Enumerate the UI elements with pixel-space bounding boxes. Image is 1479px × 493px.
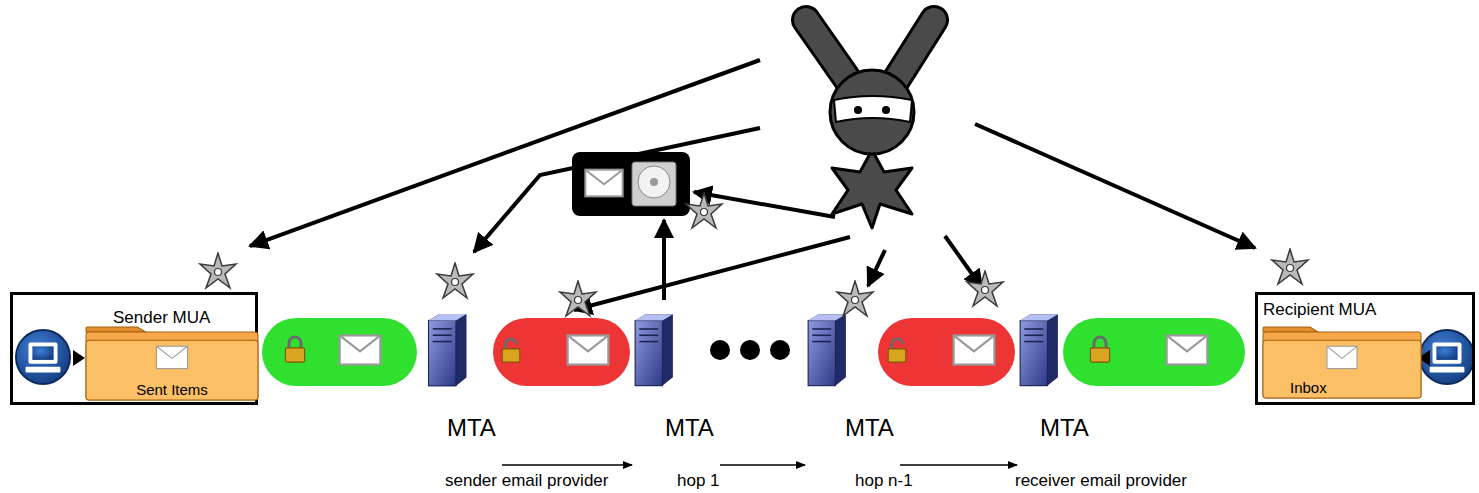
mta-server: MTA <box>805 312 900 472</box>
hop-arrow <box>900 464 1017 466</box>
hop-label: hop n-1 <box>855 472 913 489</box>
mta-server: MTA <box>1017 312 1095 472</box>
hop-arrow <box>720 464 805 466</box>
hop-label: sender email provider <box>445 472 608 489</box>
mail-folder: Sent Items <box>85 326 259 401</box>
box-heading: Sender MUA <box>113 309 210 328</box>
folder-label: Inbox <box>1290 380 1327 397</box>
server-label: MTA <box>665 415 714 441</box>
plaintext-channel <box>878 318 1015 386</box>
hop-arrow <box>502 464 632 466</box>
mua-box: Sender MUA Sent Items <box>10 292 258 405</box>
box-heading: Recipient MUA <box>1263 301 1376 320</box>
folder-label: Sent Items <box>85 382 259 399</box>
server-icon <box>635 314 673 385</box>
mua-box: Recipient MUA Inbox <box>1255 292 1475 405</box>
server-label: MTA <box>447 415 496 441</box>
hop-label: hop 1 <box>677 472 720 489</box>
pointer-triangle <box>73 350 85 366</box>
attack-arrow <box>250 60 1255 310</box>
server-icon <box>429 314 467 386</box>
encrypted-channel <box>1063 318 1245 386</box>
encrypted-channel <box>262 318 417 386</box>
server-icon <box>1020 314 1058 385</box>
shuriken <box>200 193 1308 316</box>
mta-server: MTA <box>632 312 720 472</box>
folder-shape <box>1262 326 1422 399</box>
ellipsis-dots <box>710 340 790 360</box>
computer-icon <box>16 330 70 384</box>
hop-label: receiver email provider <box>1015 472 1187 489</box>
server-label: MTA <box>845 415 894 441</box>
attacker-ninja <box>806 20 934 228</box>
mail-folder: Inbox <box>1262 326 1422 399</box>
server-label: MTA <box>1040 415 1089 441</box>
server-icon <box>808 314 846 385</box>
mta-server: MTA <box>422 312 502 472</box>
storage-box <box>572 152 690 216</box>
plaintext-channel <box>493 318 630 386</box>
